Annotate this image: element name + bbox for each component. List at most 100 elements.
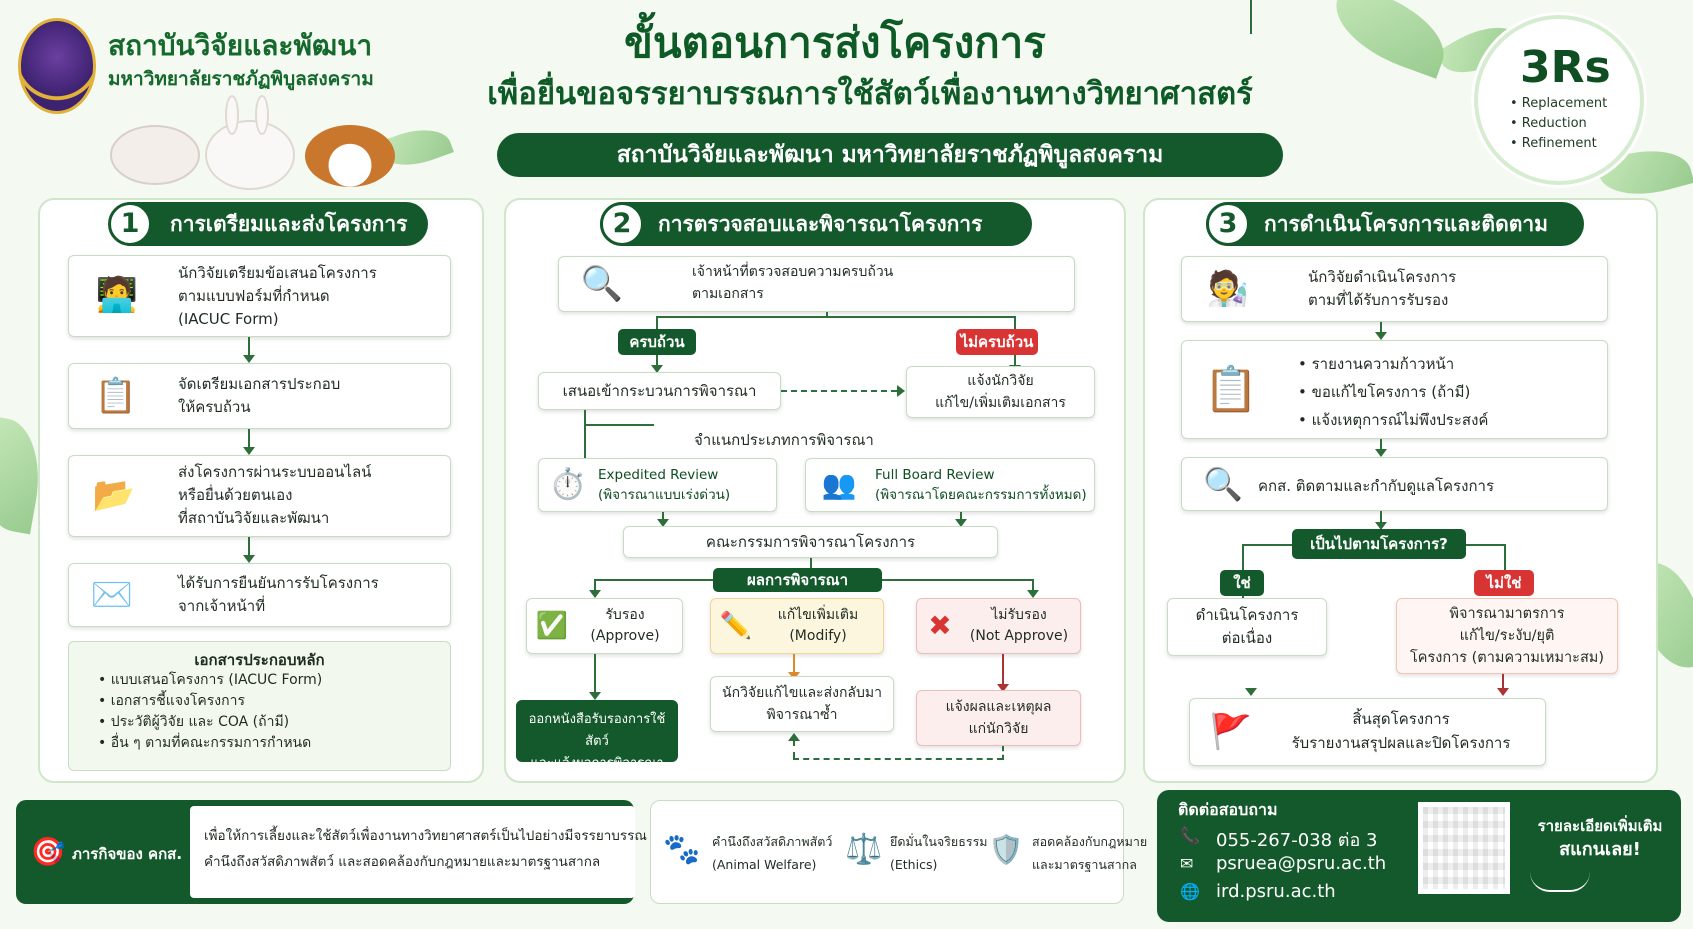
arrow-icon bbox=[1530, 872, 1590, 892]
p2-modify bbox=[710, 598, 884, 654]
p1-docs-box bbox=[68, 641, 451, 771]
clipboard-check-icon: 📋 bbox=[1203, 364, 1259, 415]
pencil-icon: ✏️ bbox=[719, 611, 753, 641]
tag-complete: ครบถ้วน bbox=[618, 329, 696, 355]
panel1-number: 1 bbox=[108, 202, 152, 246]
p2-approve-text: รับรอง (Approve) bbox=[590, 607, 660, 644]
magnifier-officer-icon: 🔍 bbox=[580, 264, 624, 304]
p3-reports bbox=[1181, 340, 1608, 439]
p3-continue: ดำเนินโครงการ ต่อเนื่อง bbox=[1167, 598, 1327, 656]
cross-icon: ✖ bbox=[928, 609, 952, 642]
3rs-badge bbox=[1474, 15, 1644, 185]
researcher-icon: 🧑‍🔬 bbox=[1206, 269, 1250, 309]
mission-title: ภารกิจของ คกส. bbox=[72, 845, 183, 863]
p1-step4 bbox=[68, 563, 451, 627]
panel3-number: 3 bbox=[1206, 202, 1250, 246]
tag-no: ไม่ใช่ bbox=[1474, 570, 1534, 596]
contact-phone[interactable]: 055-267-038 ต่อ 3 bbox=[1216, 830, 1378, 851]
panel2-header: การตรวจสอบและพิจารณาโครงการ bbox=[600, 202, 1032, 246]
shield-check-icon: 🛡️ bbox=[988, 833, 1024, 866]
tag-incomplete: ไม่ครบถ้วน bbox=[956, 329, 1038, 355]
p2-reject bbox=[916, 598, 1081, 654]
qr-code[interactable] bbox=[1418, 802, 1510, 894]
check-circle-icon: ✅ bbox=[535, 611, 569, 641]
clipboard-check-icon: 📋 bbox=[94, 376, 138, 416]
panel1-header: การเตรียมและส่งโครงการ bbox=[110, 202, 428, 246]
p2-fullboard bbox=[805, 458, 1095, 512]
p2-classify: จำแนกประเภทการพิจารณา bbox=[694, 431, 874, 449]
p2-expedited-text: Expedited Review (พิจารณาแบบเร่งด่วน) bbox=[598, 467, 731, 503]
folder-upload-icon: 📂 bbox=[92, 475, 136, 515]
p1-step2 bbox=[68, 363, 451, 429]
p3-monitor bbox=[1181, 457, 1608, 511]
p3-run bbox=[1181, 256, 1608, 322]
globe-icon: 🌐 bbox=[1180, 882, 1200, 901]
rat-icon bbox=[110, 125, 200, 185]
3rs-item: • Reduction bbox=[1510, 116, 1587, 131]
envelope-check-icon: ✉️ bbox=[90, 575, 134, 615]
p1-step2-text: จัดเตรียมเอกสารประกอบ ให้ครบถ้วน bbox=[178, 375, 341, 416]
phone-icon: 📞 bbox=[1180, 826, 1200, 845]
p1-step1-text: นักวิจัยเตรียมข้อเสนอโครงการ ตามแบบฟอร์ม… bbox=[178, 264, 377, 328]
p2-issue-certificate: ออกหนังสือรับรองการใช้สัตว์ และแจ้งผลการ… bbox=[516, 700, 678, 771]
p2-reject-text: ไม่รับรอง (Not Approve) bbox=[969, 607, 1069, 644]
committee-people-icon: 👥 bbox=[821, 468, 857, 501]
p3-question: เป็นไปตามโครงการ? bbox=[1292, 529, 1466, 559]
panel3-header: การดำเนินโครงการและติดตาม bbox=[1206, 202, 1584, 246]
rabbit-icon bbox=[205, 120, 295, 190]
university-logo bbox=[18, 18, 96, 114]
p3-end-text: สิ้นสุดโครงการ รับรายงานสรุปผลและปิดโครง… bbox=[1291, 710, 1511, 752]
scan-text: รายละเอียดเพิ่มเติม สแกนเลย! bbox=[1537, 817, 1663, 860]
animals-illustration bbox=[110, 95, 400, 195]
p3-monitor-text: คกส. ติดตามและกำกับดูแลโครงการ bbox=[1258, 477, 1495, 495]
stopwatch-icon: ⏱️ bbox=[549, 467, 587, 502]
p2-resubmit: นักวิจัยแก้ไขและส่งกลับมา พิจารณาซ้ำ bbox=[710, 676, 894, 732]
p3-reports-list: • รายงานความก้าวหน้า • ขอแก้ไขโครงการ (ถ… bbox=[1298, 355, 1489, 429]
p2-check bbox=[558, 256, 1075, 312]
org-name: สถาบันวิจัยและพัฒนา bbox=[108, 29, 373, 62]
org-subtitle: มหาวิทยาลัยราชภัฏพิบูลสงคราม bbox=[108, 68, 374, 90]
scales-icon: ⚖️ bbox=[845, 832, 883, 867]
guinea-pig-icon bbox=[305, 125, 395, 187]
heart-paw-icon: 🐾 bbox=[663, 832, 701, 867]
p2-modify-text: แก้ไขเพิ่มเติม (Modify) bbox=[777, 607, 859, 644]
p3-measures: พิจารณามาตรการ แก้ไข/ระงับ/ยุติ โครงการ … bbox=[1396, 598, 1618, 674]
tag-yes: ใช่ bbox=[1220, 570, 1264, 596]
contact-title: ติดต่อสอบถาม bbox=[1178, 800, 1278, 819]
p1-step4-text: ได้รับการยืนยันการรับโครงการ จากเจ้าหน้า… bbox=[178, 574, 379, 615]
3rs-title: 3Rs bbox=[1520, 42, 1611, 93]
value-law: สอดคล้องกับกฎหมาย และมาตรฐานสากล bbox=[1032, 834, 1148, 872]
main-subtitle: เพื่อยื่นขอจรรยาบรรณการใช้สัตว์เพื่องานท… bbox=[487, 76, 1253, 112]
p3-end bbox=[1189, 698, 1546, 766]
mission-text-box bbox=[190, 806, 635, 898]
values-box bbox=[650, 800, 1124, 904]
contact-web[interactable]: ird.psru.ac.th bbox=[1216, 881, 1336, 902]
p1-docs-title: เอกสารประกอบหลัก bbox=[194, 651, 325, 669]
target-icon: 🎯 bbox=[30, 835, 66, 868]
red-flag-icon: 🚩 bbox=[1209, 712, 1253, 752]
banner: สถาบันวิจัยและพัฒนา มหาวิทยาลัยราชภัฏพิบ… bbox=[497, 133, 1283, 177]
p2-fullboard-text: Full Board Review (พิจารณาโดยคณะกรรมการท… bbox=[875, 467, 1087, 503]
p2-submit: เสนอเข้ากระบวนการพิจารณา bbox=[538, 372, 781, 410]
p1-step1 bbox=[68, 255, 451, 337]
p2-inform: แจ้งผลและเหตุผล แก่นักวิจัย bbox=[916, 690, 1081, 746]
p2-notify: แจ้งนักวิจัย แก้ไข/เพิ่มเติมเอกสาร bbox=[906, 366, 1095, 418]
p2-expedited bbox=[538, 458, 777, 512]
contact-email[interactable]: psruea@psru.ac.th bbox=[1216, 853, 1387, 874]
tag-result: ผลการพิจารณา bbox=[713, 568, 882, 592]
p2-approve bbox=[526, 598, 683, 654]
main-title: ขั้นตอนการส่งโครงการ bbox=[624, 18, 1046, 67]
value-ethics: ยึดมั่นในจริยธรรม (Ethics) bbox=[890, 834, 988, 872]
mission-text: เพื่อให้การเลี้ยงและใช้สัตว์เพื่องานทางว… bbox=[204, 828, 647, 870]
p1-docs-list: • แบบเสนอโครงการ (IACUC Form) • เอกสารชี… bbox=[98, 672, 323, 751]
p3-run-text: นักวิจัยดำเนินโครงการ ตามที่ได้รับการรับ… bbox=[1308, 268, 1457, 309]
3rs-item: • Replacement bbox=[1510, 96, 1608, 111]
magnifier-icon: 🔍 bbox=[1203, 465, 1243, 503]
researcher-laptop-icon: 🧑‍💻 bbox=[95, 275, 139, 315]
p2-check-text: เจ้าหน้าที่ตรวจสอบความครบถ้วน ตามเอกสาร bbox=[692, 264, 894, 302]
p1-step3-text: ส่งโครงการผ่านระบบออนไลน์ หรือยื่นด้วยตน… bbox=[178, 463, 372, 527]
p1-step3 bbox=[68, 455, 451, 537]
3rs-item: • Refinement bbox=[1510, 136, 1597, 151]
panel2-number: 2 bbox=[600, 202, 644, 246]
p2-committee: คณะกรรมการพิจารณาโครงการ bbox=[623, 526, 998, 558]
